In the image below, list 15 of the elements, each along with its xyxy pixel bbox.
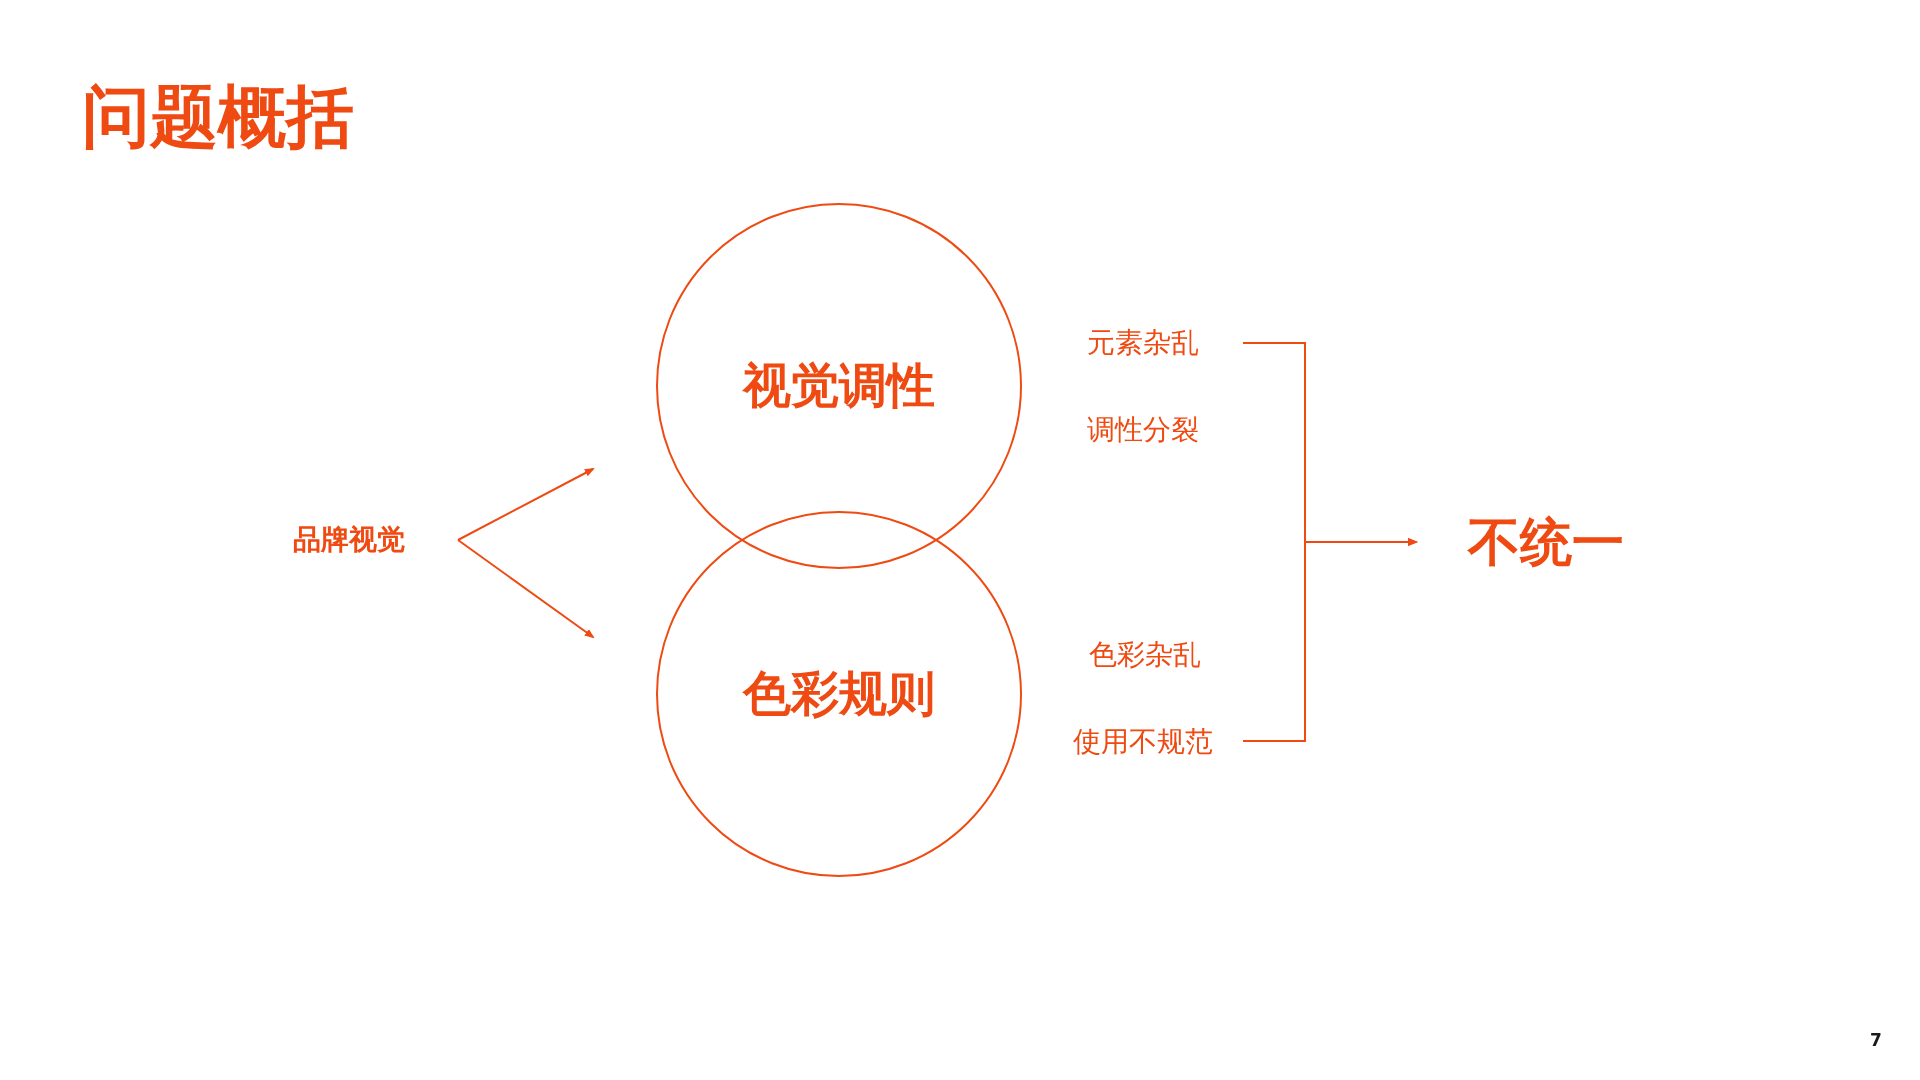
slide-title: 问题概括 (82, 78, 354, 157)
circle-label: 色彩规则 (743, 666, 935, 722)
arrow (457, 468, 595, 541)
arrow (457, 539, 595, 639)
bracket-arrow (1242, 538, 1418, 742)
circle-label: 视觉调性 (743, 358, 935, 414)
circle (656, 511, 1022, 877)
issue-label: 调性分裂 (1087, 413, 1199, 447)
issue-label: 色彩杂乱 (1089, 638, 1201, 672)
source-label: 品牌视觉 (293, 523, 405, 557)
page-number: 7 (1870, 1031, 1882, 1051)
circle (656, 203, 1022, 569)
result-label: 不统一 (1468, 513, 1624, 573)
issue-label: 使用不规范 (1073, 725, 1213, 759)
issue-label: 元素杂乱 (1087, 326, 1199, 360)
